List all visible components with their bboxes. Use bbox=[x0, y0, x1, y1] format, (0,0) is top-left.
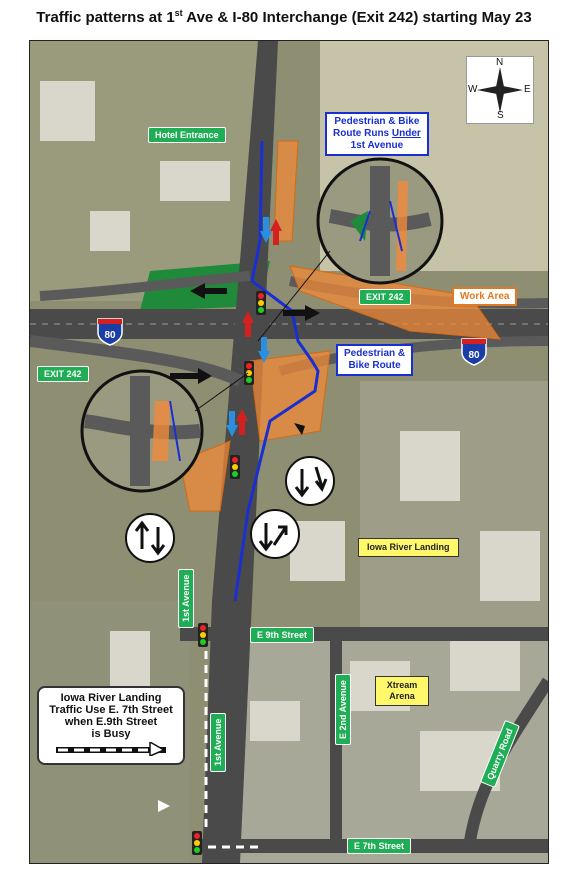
compass-south: S bbox=[497, 110, 504, 121]
compass-east: E bbox=[524, 84, 531, 95]
dashed-arrow-icon bbox=[56, 740, 166, 758]
e7th-street-label: E 7th Street bbox=[347, 838, 412, 854]
iowa-river-landing-note: Iowa River Landing Traffic Use E. 7th St… bbox=[37, 686, 185, 765]
first-avenue-lower-label: 1st Avenue bbox=[210, 712, 226, 772]
ped-bike-under-label: Pedestrian & Bike Route Runs Under 1st A… bbox=[325, 112, 429, 156]
exit-242-right-label: EXIT 242 bbox=[359, 289, 411, 305]
buildings bbox=[40, 81, 540, 791]
zoom-inset-bottom bbox=[80, 369, 204, 493]
zoom-inset-top bbox=[316, 157, 444, 285]
e9th-street-road bbox=[180, 627, 548, 641]
exit-242-left-label: EXIT 242 bbox=[37, 366, 89, 382]
hotel-entrance-label: Hotel Entrance bbox=[148, 127, 226, 143]
interstate-number-left: 80 bbox=[104, 330, 116, 341]
interstate-shield-icon: 80 80 bbox=[97, 318, 487, 366]
e9th-street-label: E 9th Street bbox=[250, 627, 315, 643]
interstate-number-right: 80 bbox=[468, 350, 480, 361]
xtream-arena-label: Xtream Arena bbox=[375, 676, 429, 706]
ped-bike-route-label: Pedestrian & Bike Route bbox=[336, 344, 414, 376]
iowa-river-landing-label: Iowa River Landing bbox=[358, 538, 459, 557]
e2nd-avenue-label: E 2nd Avenue bbox=[335, 674, 351, 745]
first-avenue-upper-label: 1st Avenue bbox=[178, 568, 194, 628]
compass-west: W bbox=[468, 84, 478, 95]
map-title: Traffic patterns at 1st Ave & I-80 Inter… bbox=[36, 8, 532, 26]
compass-rose-icon: N S E W bbox=[466, 56, 534, 124]
work-area-label: Work Area bbox=[452, 287, 518, 306]
turn-arrows-icon bbox=[125, 456, 335, 563]
direction-arrows bbox=[158, 217, 320, 812]
bike-route-line bbox=[233, 140, 320, 602]
compass-north: N bbox=[496, 57, 504, 68]
traffic-signal-icon bbox=[192, 291, 266, 855]
